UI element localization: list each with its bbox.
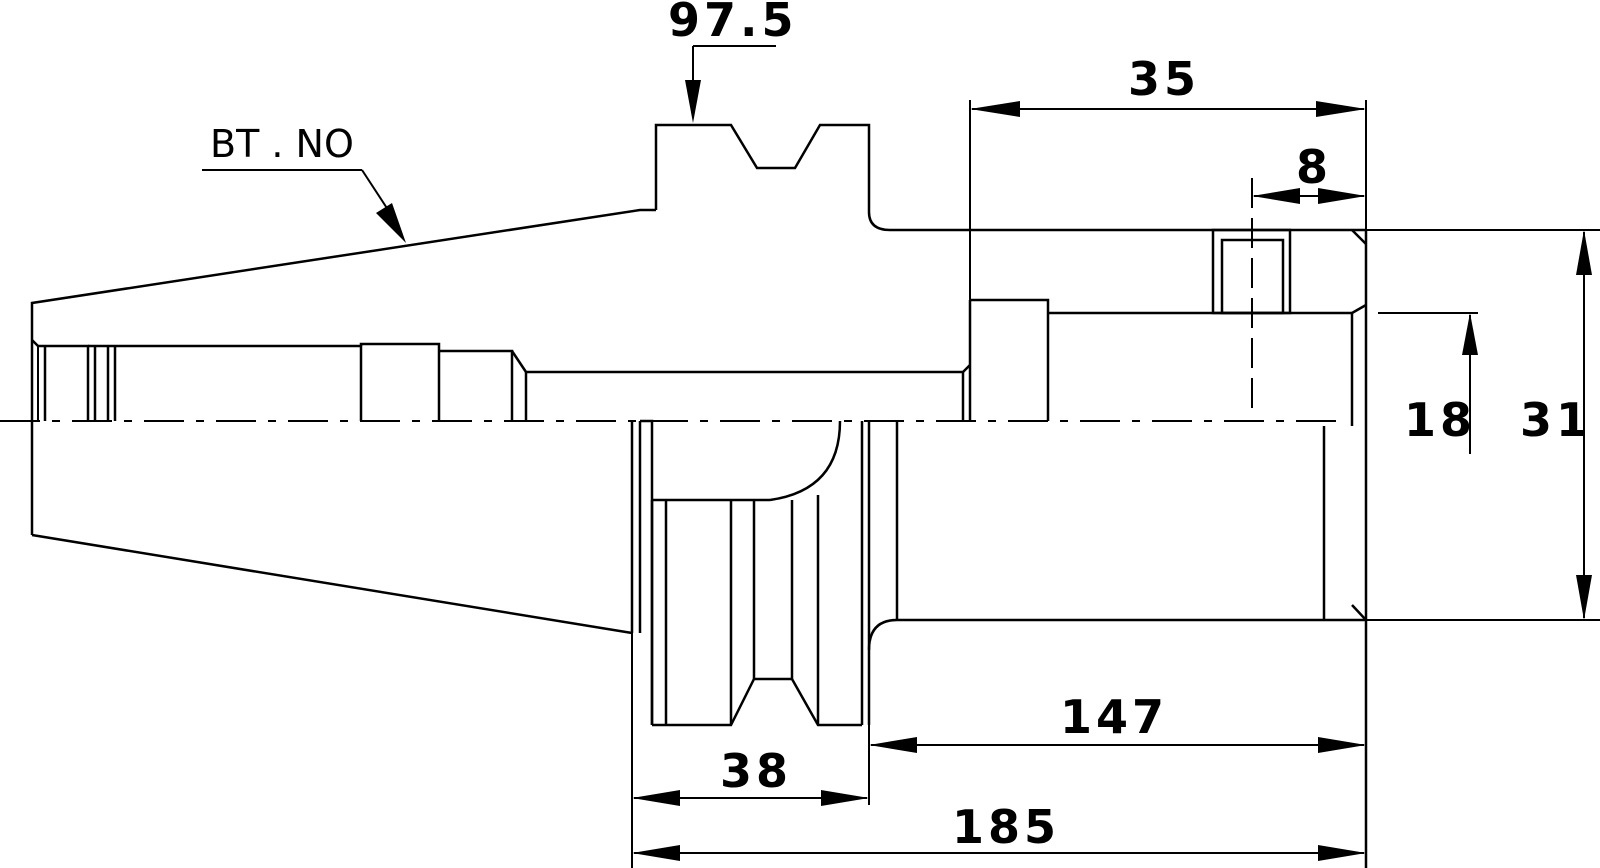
bt-no-label: BT . NO (210, 122, 354, 166)
dim-18: 18 (1378, 312, 1478, 454)
pull-stud-section (31, 339, 972, 421)
dim-38-label: 38 (720, 744, 792, 798)
body-upper (968, 178, 1368, 868)
dim-97-5: 97.5 (668, 0, 798, 123)
dim-147-label: 147 (1060, 690, 1168, 744)
flange-upper (654, 123, 1366, 232)
dim-31-label: 31 (1520, 393, 1592, 447)
dim-8: 8 (1252, 140, 1366, 204)
flange-lower (630, 419, 1367, 727)
dim-185: 185 (632, 800, 1366, 861)
dim-38: 38 (631, 633, 870, 868)
taper-shank (30, 208, 656, 635)
dim-185-label: 185 (952, 800, 1060, 854)
dim-8-label: 8 (1296, 140, 1332, 194)
dim-18-label: 18 (1404, 393, 1476, 447)
dim-97-5-label: 97.5 (668, 0, 798, 47)
dim-35: 35 (969, 52, 1367, 300)
dim-147: 147 (868, 690, 1366, 760)
dim-35-label: 35 (1128, 52, 1200, 106)
dim-31: 31 (1366, 229, 1600, 621)
bt-no-callout: BT . NO (202, 122, 406, 243)
